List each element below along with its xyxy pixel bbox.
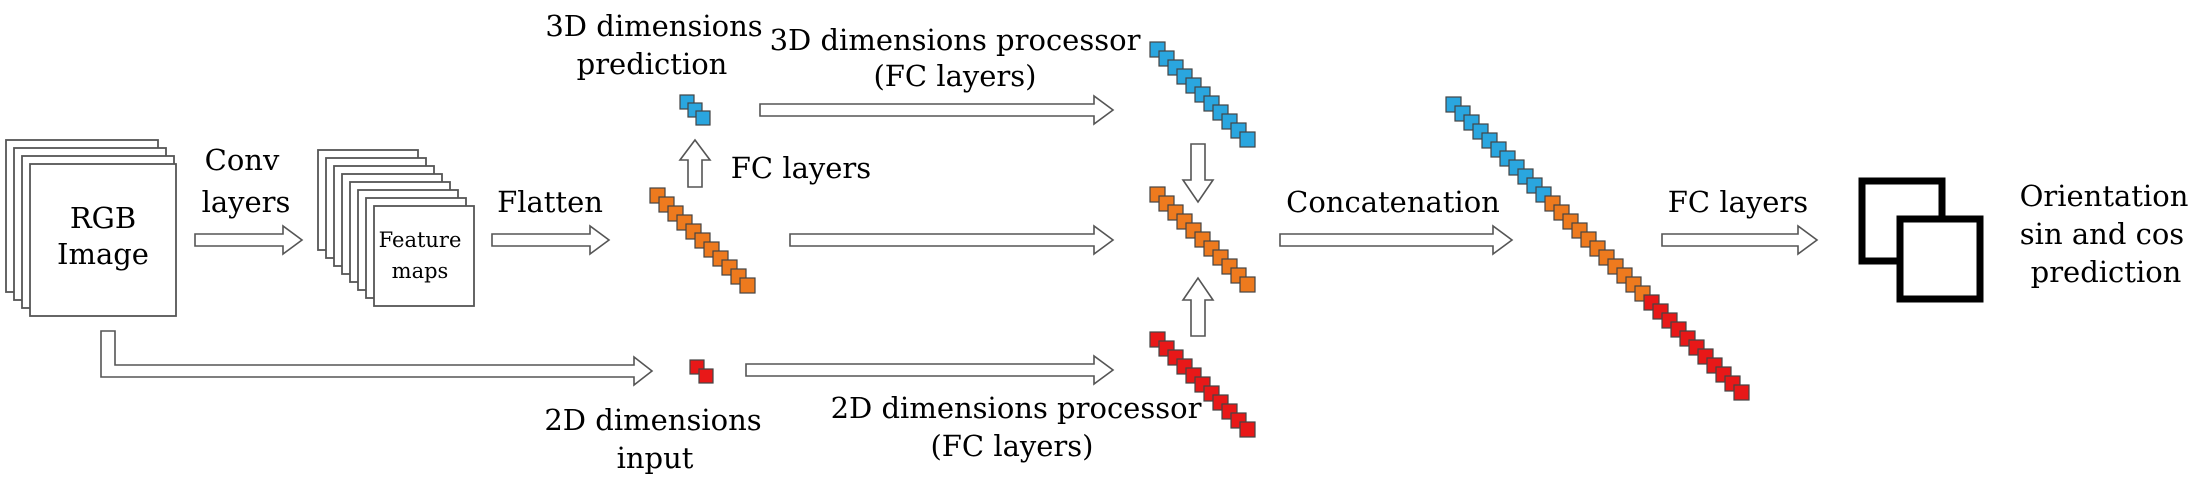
fc-up-arrow [678,138,712,188]
merge-up-arrow [1181,276,1215,337]
conv-layers-label-line2: layers [202,185,291,219]
dims2d-processor-arrow [745,354,1115,386]
dims2d-processor-label-line1: 2D dimensions processor [831,391,1202,425]
dims3d-prediction-label-line2: prediction [577,47,728,81]
vector-cell [1239,276,1256,293]
dims2d-input-label-line1: 2D dimensions [544,403,761,437]
vector-cell [695,110,711,126]
vector-cell [1239,131,1256,148]
dims2d-processed-vector [1149,331,1256,438]
conv-arrow [194,224,304,256]
dims3d-processed-vector [1149,41,1256,148]
dims2d-processor-label-line2: (FC layers) [930,429,1093,463]
orientation-label-line3: prediction [2031,255,2182,289]
rgb-to-dims2d-arrow [100,330,654,387]
conv-layers-label-line1: Conv [205,143,280,177]
feature-maps-label-line2: maps [392,259,449,283]
orientation-output-icon [1858,177,1984,303]
vector-cell [739,277,756,294]
rgb-image-label-line1: RGB [70,201,136,235]
fc-layers-up-label: FC layers [731,151,871,185]
flattened-feature-vector [649,187,756,294]
vector-cell [1733,384,1750,401]
vector-cell [698,368,714,384]
vector-cell [1239,421,1256,438]
middle-arrow [789,224,1115,256]
orientation-label-line2: sin and cos [2020,217,2184,251]
rgb-image-label-line2: Image [57,237,149,271]
feature-maps-label-line1: Feature [379,228,462,252]
feature-maps-stack [317,149,475,307]
rgb-image-stack [5,139,177,317]
middle-feature-vector [1149,186,1256,293]
concatenated-vector [1445,96,1750,401]
dims3d-processor-label-line1: 3D dimensions processor [770,23,1141,57]
merge-down-arrow [1181,143,1215,204]
concatenation-arrow [1279,224,1514,256]
dims2d-input-vector [689,359,714,384]
fc-final-arrow [1661,224,1819,256]
flatten-label: Flatten [497,185,603,219]
fc-layers-final-label: FC layers [1668,185,1808,219]
flatten-arrow [491,224,611,256]
dims2d-input-label-line2: input [617,441,694,475]
concatenation-label: Concatenation [1286,185,1500,219]
dims3d-prediction-vector [679,94,711,126]
dims3d-prediction-label-line1: 3D dimensions [545,9,762,43]
dims3d-processor-arrow [759,94,1115,126]
dims3d-processor-label-line2: (FC layers) [873,59,1036,93]
orientation-label-line1: Orientation [2020,179,2189,213]
